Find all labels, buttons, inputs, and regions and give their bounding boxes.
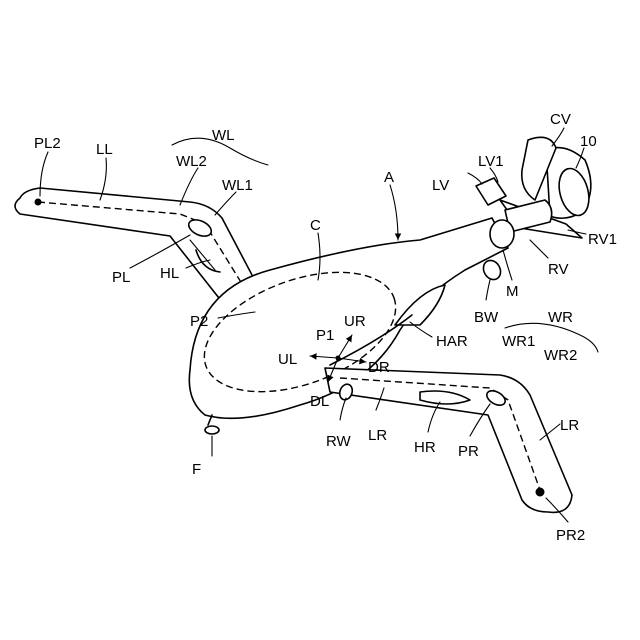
right-wing	[325, 368, 572, 512]
pl2-pivot	[35, 199, 42, 206]
label-wr2: WR2	[544, 347, 577, 364]
label-ur: UR	[344, 313, 366, 330]
label-pl2: PL2	[34, 135, 61, 152]
label-ul: UL	[278, 351, 297, 368]
label-lr-mid: LR	[368, 427, 387, 444]
label-dl: DL	[310, 393, 329, 410]
label-wl1: WL1	[222, 177, 253, 194]
label-c: C	[310, 217, 321, 234]
label-f: F	[192, 461, 201, 478]
label-bw: BW	[474, 309, 499, 326]
label-wr: WR	[548, 309, 573, 326]
label-hr: HR	[414, 439, 436, 456]
pr2-pivot	[536, 488, 545, 497]
label-cv: CV	[550, 111, 571, 128]
label-rv1: RV1	[588, 231, 617, 248]
label-pr: PR	[458, 443, 479, 460]
label-ll-left: LL	[96, 141, 113, 158]
label-wl2: WL2	[176, 153, 207, 170]
label-wl: WL	[212, 127, 235, 144]
label-dr: DR	[368, 359, 390, 376]
label-lv1: LV1	[478, 153, 504, 170]
label-rw: RW	[326, 433, 352, 450]
label-hl: HL	[160, 265, 179, 282]
label-pr2: PR2	[556, 527, 585, 544]
label-lv: LV	[432, 177, 449, 194]
label-m: M	[506, 283, 519, 300]
label-lr-right: LR	[560, 417, 579, 434]
label-p2: P2	[190, 313, 208, 330]
label-p1: P1	[316, 327, 334, 344]
label-pl: PL	[112, 269, 130, 286]
label-10: 10	[580, 133, 597, 150]
label-a: A	[384, 169, 394, 186]
label-har: HAR	[436, 333, 468, 350]
label-rv: RV	[548, 261, 569, 278]
label-wr1: WR1	[502, 333, 535, 350]
